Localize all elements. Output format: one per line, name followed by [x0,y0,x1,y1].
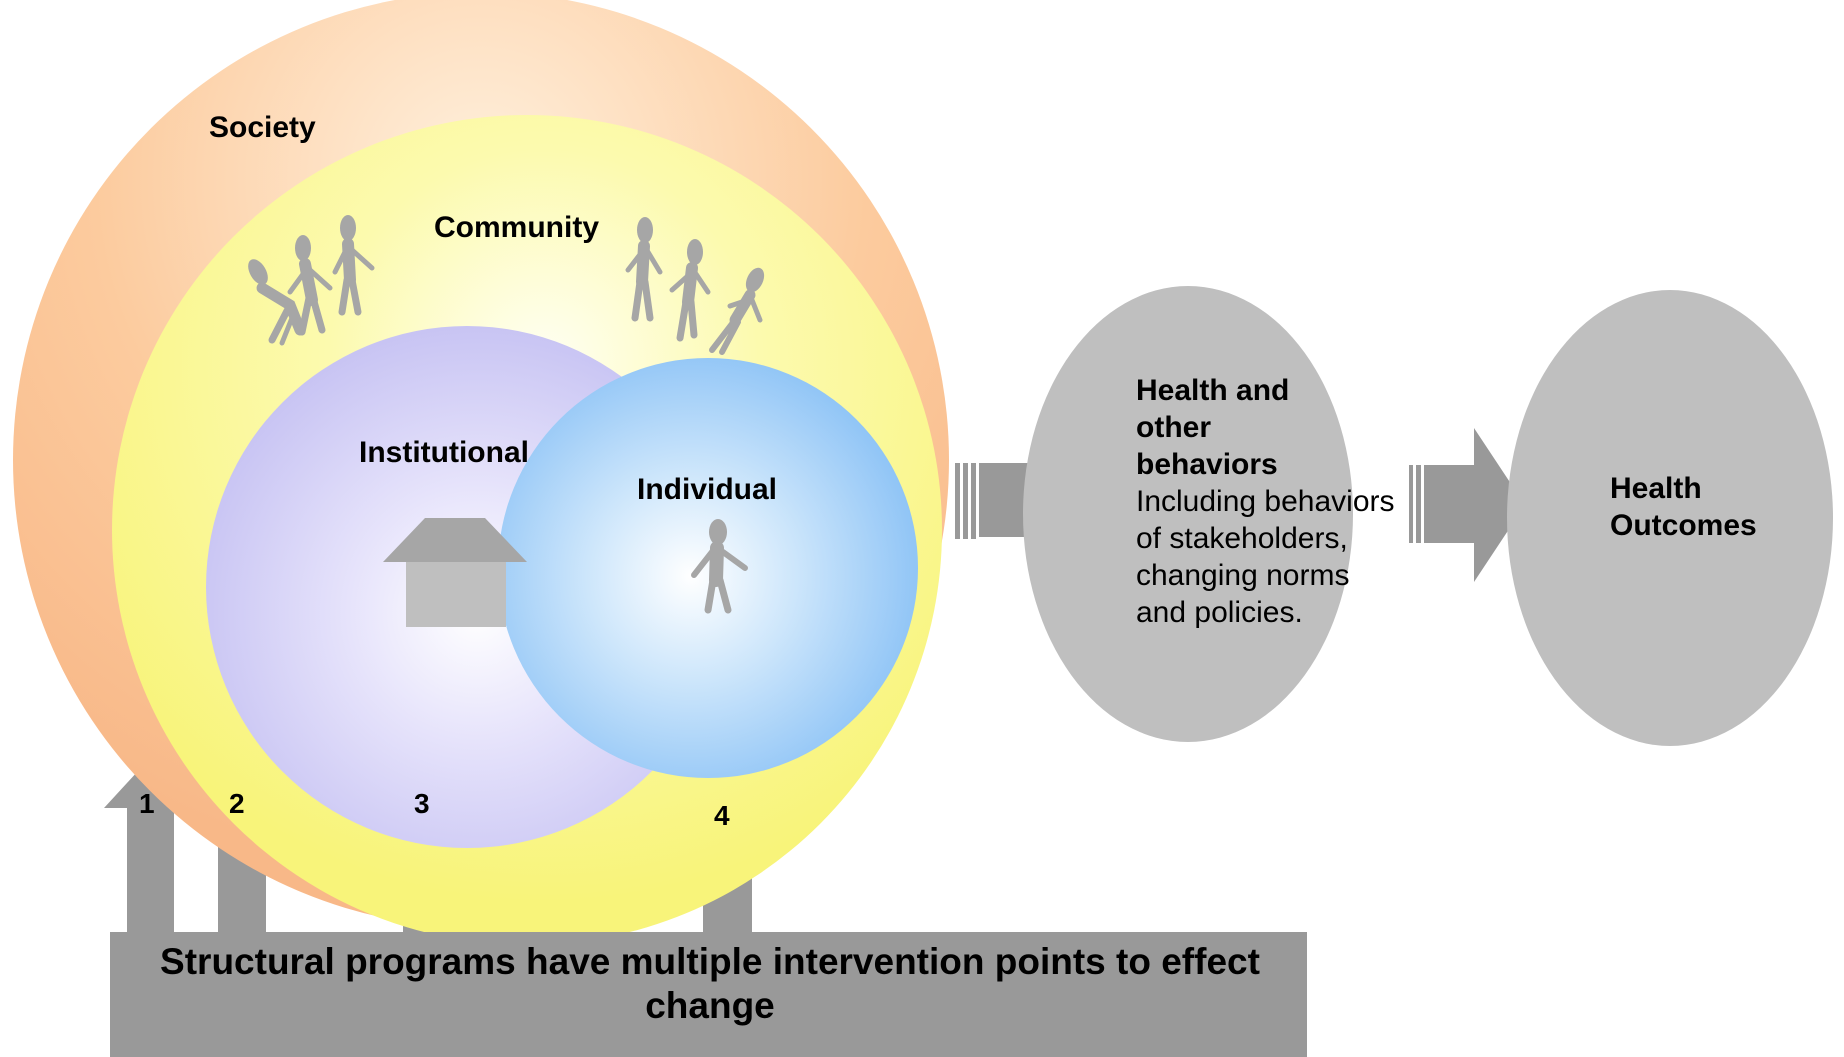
behaviors-description-line-2: of stakeholders, [1136,522,1348,555]
behaviors-description-line-4: and policies. [1136,596,1303,629]
behaviors-description-line-3: changing norms [1136,559,1350,592]
people-group-right-icon [625,217,765,355]
outcomes-line-2: Outcomes [1610,509,1757,542]
individual-circle [498,358,918,778]
individual-label: Individual [637,473,778,506]
institutional-label: Institutional [359,436,529,469]
behaviors-description-line-1: Including behaviors [1136,485,1395,518]
arrow-to-outcomes [1409,428,1525,582]
structural-programs-banner [110,932,1307,1057]
intervention-point-4: 4 [714,800,730,831]
outcomes-line-1: Health [1610,472,1702,505]
behaviors-heading-line-2: other [1136,411,1211,444]
behaviors-heading-line-1: Health and [1136,374,1290,407]
banner-text: Structural programs have multiple interv… [110,940,1310,1028]
intervention-point-3: 3 [414,788,430,819]
outcomes-text: Health Outcomes [1610,470,1757,544]
house-icon [383,518,527,627]
community-label: Community [434,211,599,244]
person-icon [691,519,748,614]
intervention-point-1: 1 [139,788,155,819]
people-group-left-icon [248,215,375,346]
behaviors-oval [1023,286,1353,742]
behaviors-heading-line-3: behaviors [1136,448,1278,481]
intervention-point-2: 2 [229,788,245,819]
banner-line-1: Structural programs have multiple interv… [160,941,1260,982]
behaviors-text: Health and other behaviors Including beh… [1136,372,1436,631]
banner-line-2: change [645,985,775,1026]
outcomes-oval [1507,290,1833,746]
society-label: Society [209,111,316,144]
